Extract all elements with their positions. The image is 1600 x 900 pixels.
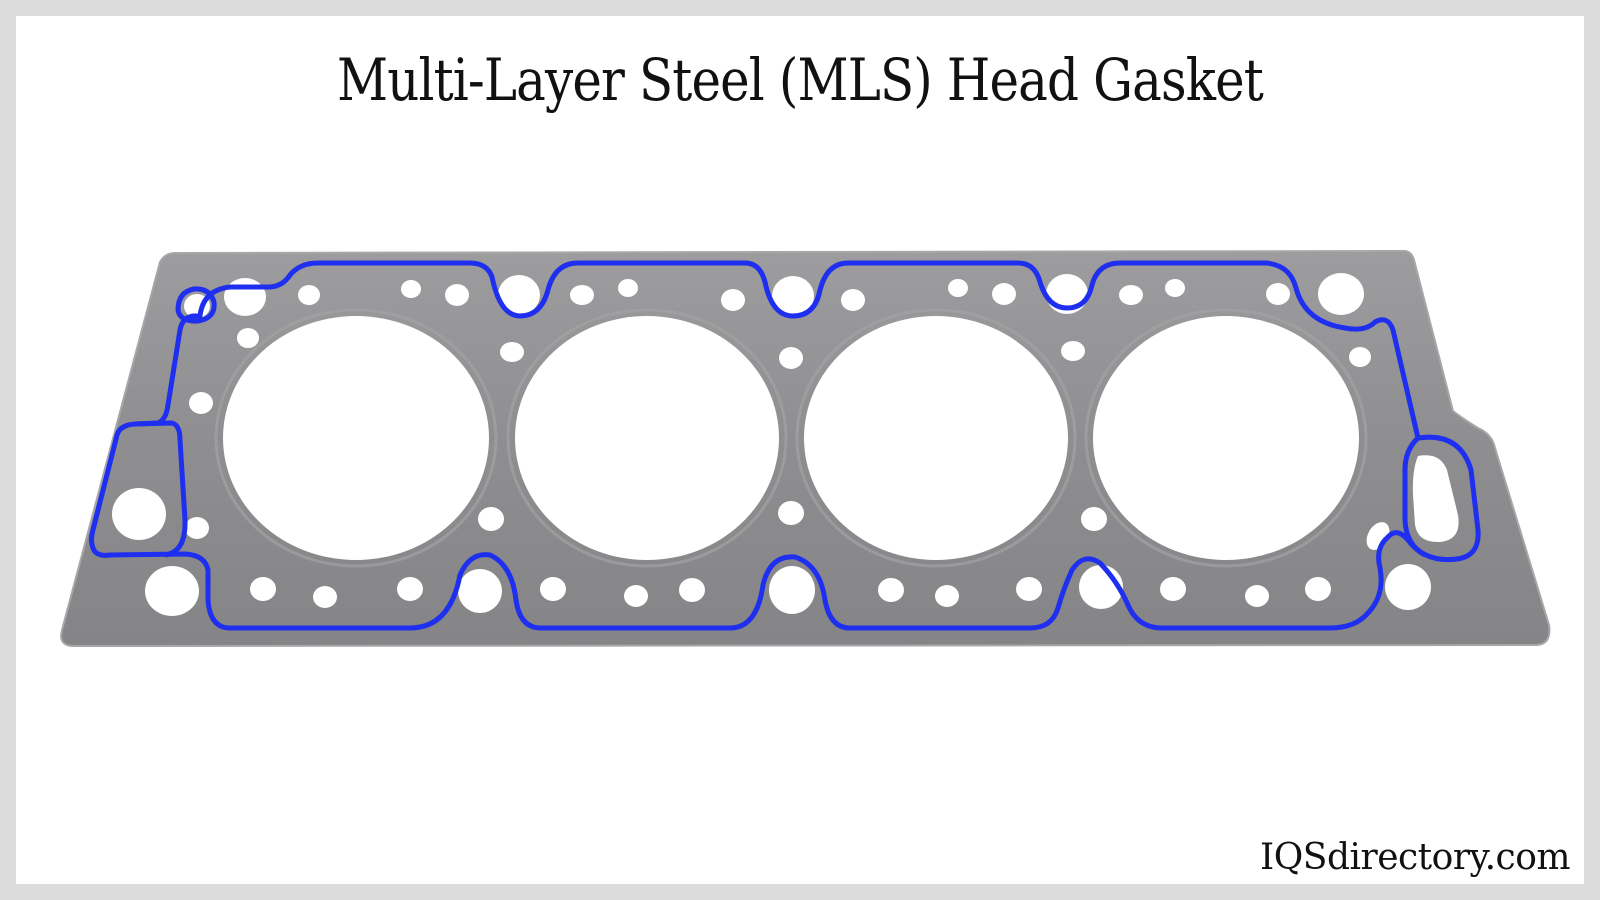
seal-bead-left-loop (134, 420, 188, 558)
cylinder-bores (223, 316, 1359, 560)
seal-bead-outline (89, 260, 1481, 631)
seal-bead-small-loop (175, 286, 217, 324)
figure-title: Multi-Layer Steel (MLS) Head Gasket (337, 46, 1264, 114)
cylinder-bore-2 (515, 316, 779, 560)
brand-watermark: IQSdirectory.com (1260, 837, 1570, 878)
cylinder-bore-4 (1093, 316, 1359, 560)
seal-bead-right-loop (1402, 436, 1427, 558)
cylinder-bore-1 (223, 316, 489, 560)
cylinder-bore-3 (804, 316, 1068, 560)
